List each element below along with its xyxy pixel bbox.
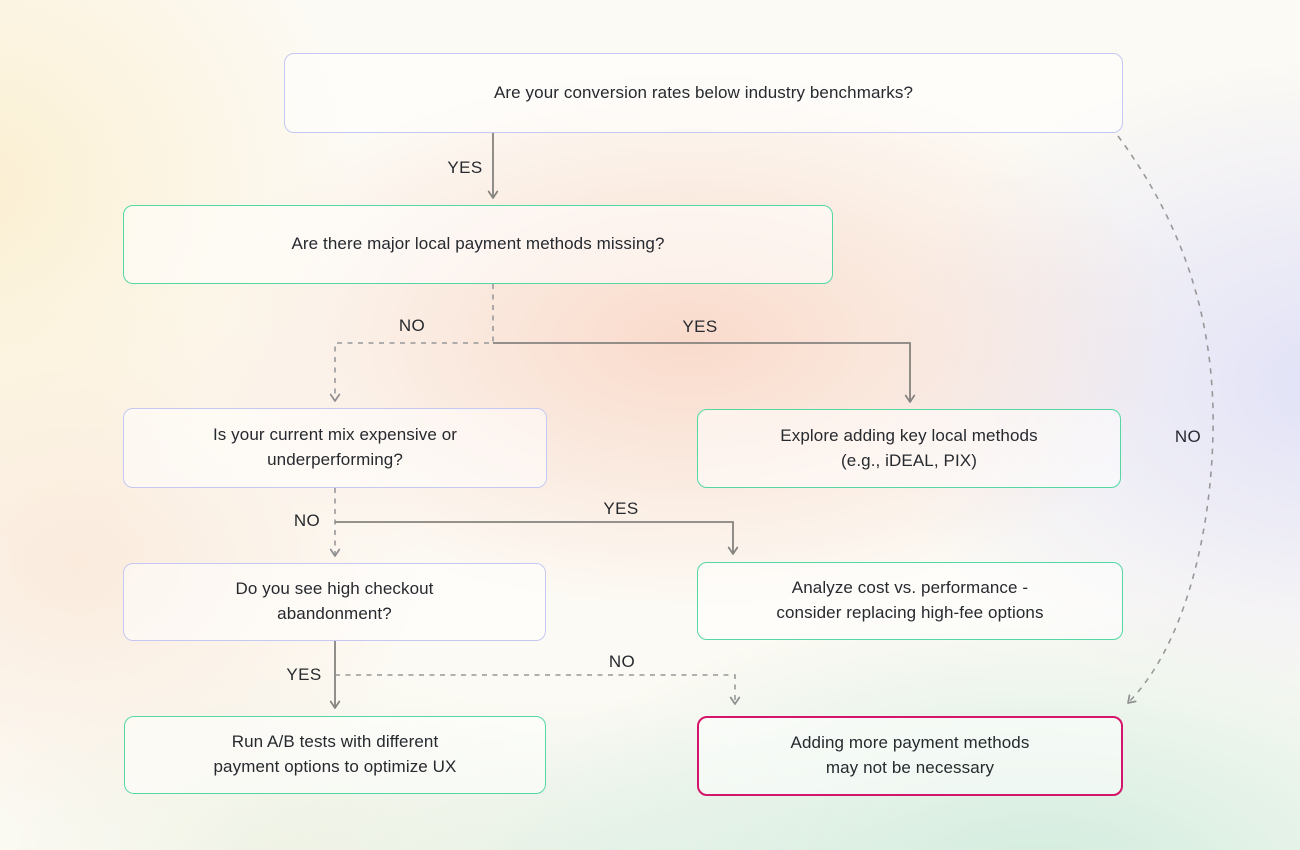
node-mix-expensive: Is your current mix expensive or underpe… <box>123 408 547 488</box>
edge-q3-a2-yes <box>335 521 739 555</box>
node-text: Run A/B tests with different payment opt… <box>213 732 457 776</box>
node-text: Is your current mix expensive or underpe… <box>212 425 458 469</box>
edge-label-q3-q4-no: NO <box>293 511 321 530</box>
node-checkout-abandonment: Do you see high checkout abandonment? <box>123 563 546 641</box>
node-text: Adding more payment methods may not be n… <box>790 733 1030 777</box>
node-local-methods-missing: Are there major local payment methods mi… <box>123 205 833 284</box>
node-text: Do you see high checkout abandonment? <box>235 579 434 623</box>
edge-q2-q3-no <box>329 284 494 402</box>
node-run-ab-tests: Run A/B tests with different payment opt… <box>124 716 546 794</box>
edge-label-q1-t1-no: NO <box>1174 427 1202 446</box>
node-conversion-benchmarks: Are your conversion rates below industry… <box>284 53 1123 133</box>
edge-label-q3-a2-yes: YES <box>603 499 639 518</box>
edge-q1-t1-no-curve <box>1117 135 1214 704</box>
edge-label-q4-a3-yes: YES <box>286 665 322 684</box>
edge-label-q4-t1-no: NO <box>608 652 636 671</box>
edge-q2-a1-yes <box>493 342 916 403</box>
edge-label-q2-q3-no: NO <box>398 316 426 335</box>
node-not-necessary: Adding more payment methods may not be n… <box>697 716 1123 796</box>
node-text: Are your conversion rates below industry… <box>493 82 914 102</box>
node-text: Are there major local payment methods mi… <box>291 234 665 254</box>
edge-label-q1-q2-yes: YES <box>447 158 483 177</box>
edge-label-q2-a1-yes: YES <box>682 317 718 336</box>
node-text: Explore adding key local methods (e.g., … <box>780 425 1038 470</box>
node-text: Analyze cost vs. performance - consider … <box>776 578 1044 622</box>
edge-q4-t1-no <box>335 674 741 705</box>
node-explore-local-methods: Explore adding key local methods (e.g., … <box>697 409 1121 488</box>
node-analyze-cost-performance: Analyze cost vs. performance - consider … <box>697 562 1123 640</box>
